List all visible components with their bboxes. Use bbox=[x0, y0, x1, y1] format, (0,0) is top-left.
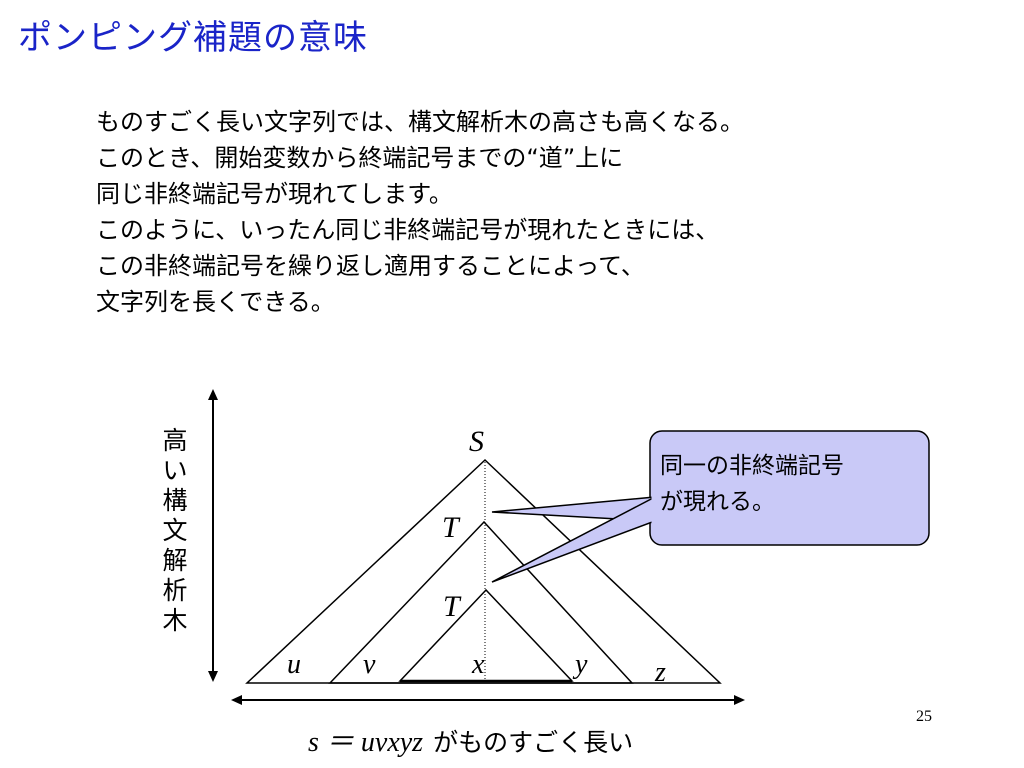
slide-title: ポンピング補題の意味 bbox=[18, 18, 368, 58]
body-text: ものすごく長い文字列では、構文解析木の高さも高くなる。 このとき、開始変数から終… bbox=[96, 104, 744, 320]
leaf-label-y: y bbox=[572, 649, 588, 680]
callout-line: が現れる。 bbox=[660, 489, 775, 515]
tree-middle-triangle bbox=[328, 520, 634, 684]
tree-inner-triangle bbox=[398, 588, 574, 682]
height-label-char: 高 bbox=[162, 426, 188, 455]
height-label-char: 解 bbox=[162, 546, 188, 575]
leaf-label-x: x bbox=[471, 649, 485, 680]
body-line: 文字列を長くできる。 bbox=[96, 288, 335, 316]
callout-line: 同一の非終端記号 bbox=[660, 453, 844, 479]
body-line: このとき、開始変数から終端記号までの“道”上に bbox=[96, 144, 624, 172]
leaf-label-u: u bbox=[287, 649, 301, 680]
body-line: 同じ非終端記号が現れてします。 bbox=[96, 180, 453, 208]
page-number: 25 bbox=[916, 708, 932, 725]
body-line: ものすごく長い文字列では、構文解析木の高さも高くなる。 bbox=[96, 108, 744, 136]
leaf-label-z: z bbox=[654, 657, 666, 688]
height-label-char: い bbox=[162, 456, 188, 485]
callout-box bbox=[649, 430, 930, 546]
height-label-char: 構 bbox=[162, 486, 188, 515]
node-label-lower: T bbox=[443, 590, 462, 623]
leaf-label-v: v bbox=[363, 649, 376, 680]
formula-math: s ＝ uvxyz bbox=[308, 727, 424, 758]
body-line: このように、いったん同じ非終端記号が現れたときには、 bbox=[96, 216, 720, 244]
formula: s ＝ uvxyz がものすごく長い bbox=[308, 720, 633, 760]
formula-text: がものすごく長い bbox=[433, 728, 634, 757]
height-label: 高 い 構 文 解 析 木 bbox=[160, 426, 190, 636]
body-line: この非終端記号を繰り返し適用することによって、 bbox=[96, 252, 645, 280]
root-label: S bbox=[469, 425, 484, 458]
callout-text: 同一の非終端記号 が現れる。 bbox=[660, 448, 844, 520]
height-label-char: 木 bbox=[162, 606, 188, 635]
node-label-upper: T bbox=[442, 511, 461, 544]
height-label-char: 文 bbox=[162, 516, 188, 545]
height-label-char: 析 bbox=[162, 576, 188, 605]
